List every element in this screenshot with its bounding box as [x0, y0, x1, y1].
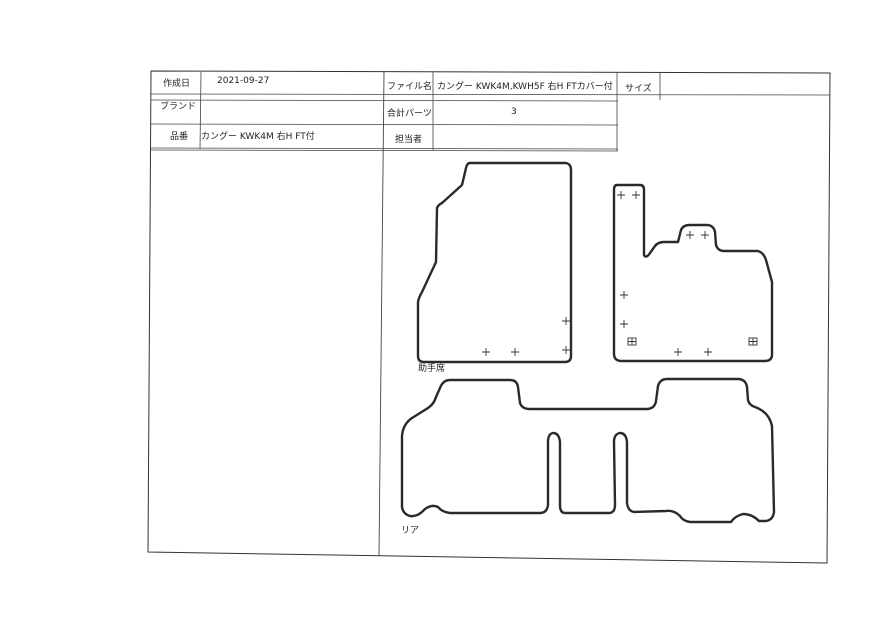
parts-label: 合計パーツ [387, 109, 432, 119]
created-label: 作成日 [163, 79, 191, 89]
header-row-line-3 [150, 147, 619, 150]
file-value: カングー KWK4M,KWH5F 右H FTカバー付 [437, 82, 613, 92]
passenger-mat-label: 助手席 [418, 364, 446, 374]
created-value: 2021-09-27 [217, 76, 270, 86]
rear-mat-outline [440, 379, 774, 522]
driver-mat-outline [612, 183, 774, 363]
size-label: サイズ [625, 84, 652, 94]
parts-value: 3 [511, 107, 517, 117]
label-col-divider [199, 71, 202, 150]
passenger-clip-marks [482, 317, 570, 356]
driver-clip-marks [617, 191, 758, 356]
product-value: カングー KWK4M 右H FT付 [201, 132, 315, 142]
passenger-mat-outline [416, 161, 573, 364]
rear-mat-label: リア [401, 526, 420, 536]
header-row-line-2 [150, 123, 619, 126]
person-label: 担当者 [395, 135, 423, 145]
file-label: ファイル名 [387, 82, 433, 92]
brand-label: ブランド [160, 102, 197, 112]
header-row-line-1 [150, 93, 831, 96]
outer-border [147, 70, 831, 564]
rear-mat-body [400, 377, 776, 524]
center-divider [378, 71, 385, 557]
product-label: 品番 [170, 132, 189, 142]
